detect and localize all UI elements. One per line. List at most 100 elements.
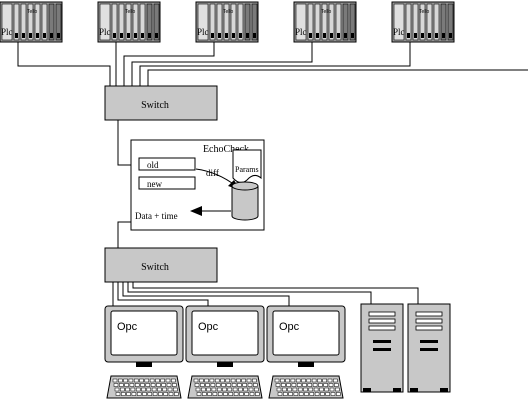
key: [308, 387, 314, 392]
key: [205, 383, 210, 387]
plc-slot-led: [351, 33, 354, 38]
key: [306, 378, 312, 383]
key: [227, 387, 233, 392]
switch-bottom: Switch: [104, 247, 218, 283]
database-icon: [231, 181, 259, 221]
key: [333, 378, 338, 383]
disk-slot: [373, 348, 391, 351]
key: [167, 387, 173, 392]
key: [297, 387, 303, 392]
key: [323, 383, 328, 387]
server-foot: [440, 388, 448, 392]
plc-label: Plc: [99, 27, 111, 37]
echocheck-title: EchoCheck: [203, 144, 249, 155]
station-cable-5: [132, 282, 419, 304]
key: [139, 378, 144, 383]
key: [312, 383, 318, 387]
plc-label: Plc: [1, 27, 13, 37]
key: [118, 378, 123, 383]
server-foot: [393, 388, 401, 392]
key: [216, 387, 222, 392]
plc-slot: [223, 3, 230, 41]
key: [114, 387, 120, 392]
key: [140, 383, 145, 387]
plc-slot: [118, 3, 125, 41]
plc-slot: [146, 3, 153, 41]
key: [129, 383, 135, 387]
monitor-stand: [217, 362, 233, 367]
params-document: [232, 149, 262, 184]
key: [254, 387, 259, 392]
key: [123, 378, 128, 383]
key: [304, 392, 309, 396]
key: [238, 387, 243, 392]
server-foot: [410, 388, 418, 392]
plc-slot: [426, 3, 433, 41]
key: [287, 387, 292, 392]
key: [325, 392, 330, 396]
key: [231, 383, 237, 387]
plc-slot-led: [218, 33, 221, 38]
key: [286, 383, 291, 387]
key: [194, 383, 200, 387]
key: [328, 383, 334, 387]
drive-bay: [415, 325, 443, 331]
key: [317, 378, 322, 383]
key: [210, 383, 216, 387]
plc-slot: [342, 3, 349, 41]
key: [146, 387, 152, 392]
key: [324, 387, 329, 392]
plc-label: Plc: [295, 27, 307, 37]
switch-bottom-label: Switch: [141, 262, 169, 273]
plc-slot-led: [309, 33, 312, 38]
key: [296, 383, 302, 387]
key: [206, 387, 211, 392]
plc-slot-led: [43, 33, 46, 38]
plc-slot: [20, 3, 27, 41]
key: [247, 383, 253, 387]
key: [174, 392, 179, 396]
plc-slot: [41, 3, 48, 41]
key: [211, 387, 217, 392]
key: [155, 378, 160, 383]
drive-bay: [368, 318, 396, 324]
key: [160, 378, 165, 383]
plc-slot-led: [57, 33, 60, 38]
key: [282, 387, 287, 392]
key: [318, 383, 323, 387]
plc-slot: [13, 3, 20, 41]
server-tower: [360, 303, 404, 393]
drive-bay: [368, 325, 396, 331]
plc-slot-led: [225, 33, 228, 38]
disk-slot: [373, 340, 391, 343]
key: [173, 387, 178, 392]
key: [301, 378, 306, 383]
key: [285, 378, 290, 383]
key: [293, 392, 299, 396]
drive-bay: [415, 318, 443, 324]
disk-slot: [420, 348, 438, 351]
station-cable-4: [127, 282, 372, 304]
key: [309, 392, 315, 396]
plc-slot: [216, 3, 223, 41]
switch-top: Switch: [104, 85, 218, 121]
plc-slot-led: [211, 33, 214, 38]
key: [215, 383, 221, 387]
plc-slot: [55, 3, 62, 41]
plc-cable-6: [147, 69, 528, 86]
key: [209, 378, 215, 383]
monitor-stand: [136, 362, 152, 367]
key: [277, 392, 283, 396]
key: [165, 378, 171, 383]
drive-bay: [415, 311, 443, 317]
key: [157, 387, 162, 392]
key: [280, 378, 285, 383]
key: [131, 392, 137, 396]
key: [274, 378, 280, 383]
plc-slot-led: [428, 33, 431, 38]
plc-cables: [17, 42, 528, 86]
key: [145, 383, 151, 387]
plc-slot: [328, 3, 335, 41]
